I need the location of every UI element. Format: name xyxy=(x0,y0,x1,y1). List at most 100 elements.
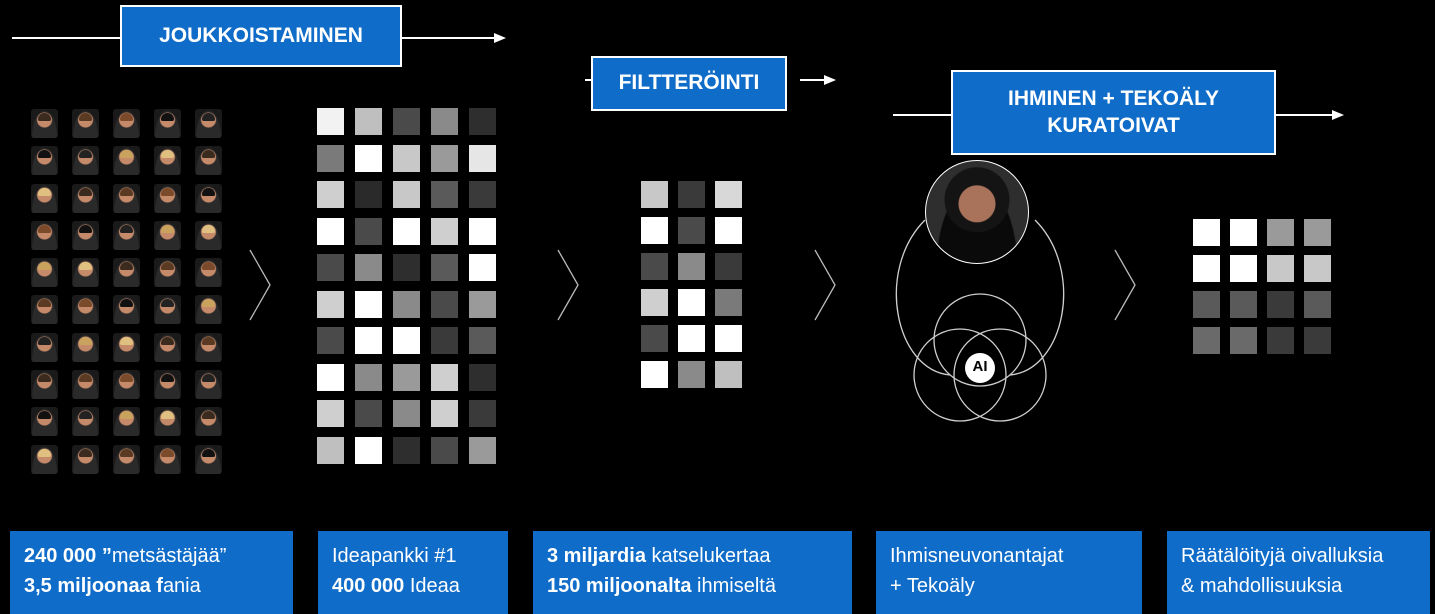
chevron-right-icon xyxy=(249,249,271,321)
person-face-icon xyxy=(113,109,140,138)
person-face-icon xyxy=(154,370,181,400)
idea-tile xyxy=(469,217,496,245)
idea-tile xyxy=(469,290,496,318)
person-face-icon xyxy=(195,220,222,250)
idea-tile xyxy=(355,290,382,318)
person-face-icon xyxy=(31,220,58,250)
idea-tile xyxy=(431,436,458,464)
idea-tile xyxy=(393,327,420,354)
idea-tile xyxy=(317,181,344,208)
idea-tile xyxy=(431,108,458,135)
filtered-idea-tile xyxy=(641,361,668,388)
idea-bank-grid xyxy=(317,108,496,464)
idea-tile xyxy=(317,327,344,354)
idea-tile xyxy=(431,400,458,427)
curated-idea-tile xyxy=(1230,327,1257,354)
person-face-icon xyxy=(72,183,99,213)
stage-label-filtering: FILTTERÖINTI xyxy=(591,56,787,111)
idea-tile xyxy=(317,144,344,172)
curated-idea-tile xyxy=(1304,219,1331,246)
idea-tile xyxy=(393,436,420,464)
person-face-icon xyxy=(113,295,140,325)
curated-idea-tile xyxy=(1193,327,1220,354)
info-line1: Räätälöityjä oivalluksia xyxy=(1181,545,1384,567)
person-face-icon xyxy=(154,295,181,325)
info-line1: Ideapankki #1 xyxy=(332,545,457,567)
person-face-icon xyxy=(113,407,140,437)
stage3-line-left xyxy=(893,114,951,116)
info-box-advisors: Ihmisneuvonantajat + Tekoäly xyxy=(876,531,1142,614)
person-face-icon xyxy=(154,109,181,138)
curated-idea-tile xyxy=(1230,219,1257,246)
person-face-icon xyxy=(113,220,140,250)
stage-label-text: JOUKKOISTAMINEN xyxy=(159,23,363,47)
person-face-icon xyxy=(113,146,140,176)
person-face-icon xyxy=(195,407,222,437)
person-face-icon xyxy=(72,370,99,400)
stage3-line-right xyxy=(1276,114,1332,116)
idea-tile xyxy=(431,363,458,391)
curated-idea-tile xyxy=(1267,291,1294,318)
idea-tile xyxy=(469,108,496,135)
idea-tile xyxy=(355,363,382,391)
filtered-ideas-grid xyxy=(641,181,743,388)
person-face-icon xyxy=(31,370,58,400)
idea-tile xyxy=(469,144,496,172)
curated-idea-tile xyxy=(1193,219,1220,246)
idea-tile xyxy=(393,108,420,135)
stage-label-text: FILTTERÖINTI xyxy=(618,71,760,95)
person-face-icon xyxy=(72,258,99,288)
idea-tile xyxy=(469,363,496,391)
idea-tile xyxy=(355,217,382,245)
filtered-idea-tile xyxy=(641,289,668,316)
curated-idea-tile xyxy=(1304,327,1331,354)
filtered-idea-tile xyxy=(641,181,668,208)
person-face-icon xyxy=(113,370,140,400)
person-face-icon xyxy=(31,258,58,288)
face-portrait-icon xyxy=(925,160,1029,264)
stage3-arrow-head xyxy=(1332,110,1344,120)
idea-tile xyxy=(469,327,496,354)
idea-tile xyxy=(469,400,496,427)
person-face-icon xyxy=(31,444,58,474)
filtered-idea-tile xyxy=(641,217,668,244)
person-face-icon xyxy=(31,332,58,362)
crowd-faces-grid xyxy=(31,109,222,474)
stage-label-human-ai-curation: IHMINEN + TEKOÄLY KURATOIVAT xyxy=(951,70,1276,155)
stage1-line-left xyxy=(12,37,120,39)
person-face-icon xyxy=(195,109,222,138)
idea-tile xyxy=(317,290,344,318)
venn-ai-icon xyxy=(895,219,1065,422)
idea-tile xyxy=(317,400,344,427)
person-face-icon xyxy=(31,407,58,437)
info-line2: 3,5 miljoonaa fania xyxy=(24,575,201,597)
person-face-icon xyxy=(154,183,181,213)
person-face-icon xyxy=(195,370,222,400)
curated-idea-tile xyxy=(1267,255,1294,282)
idea-tile xyxy=(393,400,420,427)
curated-idea-tile xyxy=(1193,291,1220,318)
info-line2: 150 miljoonalta ihmiseltä xyxy=(547,575,776,597)
person-face-icon xyxy=(31,295,58,325)
idea-tile xyxy=(431,181,458,208)
person-face-icon xyxy=(154,444,181,474)
idea-tile xyxy=(355,144,382,172)
person-face-icon xyxy=(113,332,140,362)
filtered-idea-tile xyxy=(715,361,742,388)
person-face-icon xyxy=(72,146,99,176)
person-face-icon xyxy=(195,444,222,474)
person-face-icon xyxy=(72,109,99,138)
info-line2: & mahdollisuuksia xyxy=(1181,575,1343,597)
idea-tile xyxy=(317,217,344,245)
idea-tile xyxy=(355,108,382,135)
idea-tile xyxy=(393,290,420,318)
idea-tile xyxy=(355,436,382,464)
curated-idea-tile xyxy=(1267,219,1294,246)
idea-tile xyxy=(393,254,420,281)
stage2-line-right xyxy=(800,79,824,81)
chevron-right-icon xyxy=(557,249,579,321)
filtered-idea-tile xyxy=(678,289,705,316)
curated-idea-tile xyxy=(1230,291,1257,318)
person-face-icon xyxy=(113,444,140,474)
idea-tile xyxy=(317,254,344,281)
